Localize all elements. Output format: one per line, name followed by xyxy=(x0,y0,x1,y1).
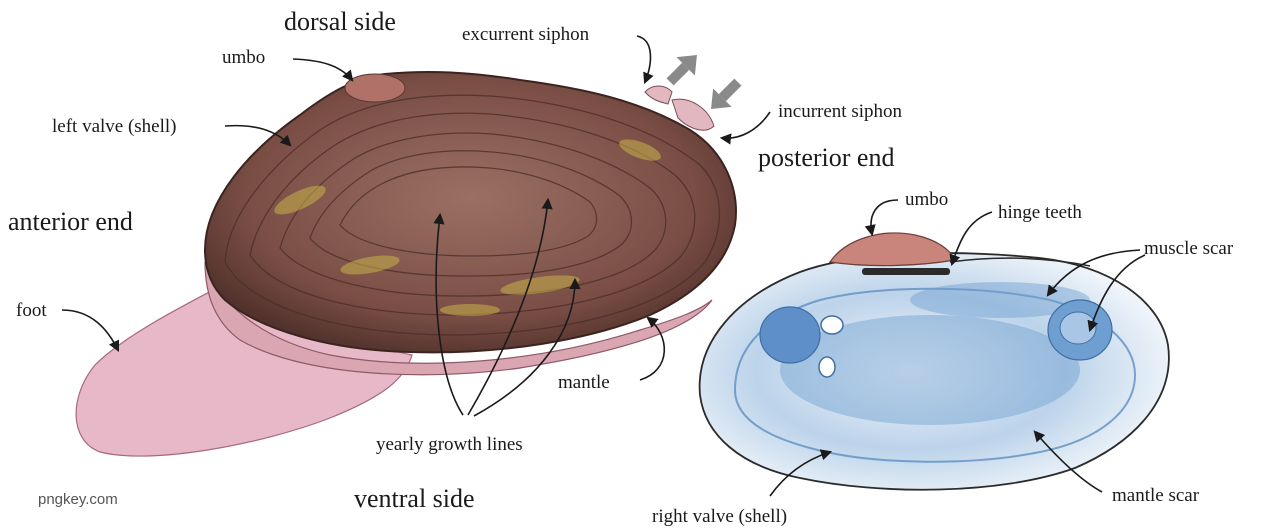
excurrent-siphon-arrow xyxy=(637,36,650,82)
excurrent-flow-arrow xyxy=(661,46,706,91)
small-muscle-scar-2 xyxy=(819,357,835,377)
label-foot: foot xyxy=(16,300,47,321)
small-muscle-scar-1 xyxy=(821,316,843,334)
label-yearly-growth-lines: yearly growth lines xyxy=(376,434,523,455)
watermark: pngkey.com xyxy=(38,491,118,508)
label-dorsal-side: dorsal side xyxy=(284,7,396,36)
hinge-teeth-shape xyxy=(862,268,950,275)
label-anterior-end: anterior end xyxy=(8,207,133,236)
label-umbo-left: umbo xyxy=(222,47,265,68)
label-incurrent-siphon: incurrent siphon xyxy=(778,101,903,122)
excurrent-siphon-shape xyxy=(645,86,672,104)
umbo-right-arrow xyxy=(871,200,898,234)
umbo-left-shape xyxy=(345,74,405,102)
umbo-left-arrow xyxy=(293,59,352,80)
anterior-muscle-scar xyxy=(760,307,820,363)
label-left-valve: left valve (shell) xyxy=(52,116,177,137)
water-flow-arrows xyxy=(661,46,747,118)
foot-arrow xyxy=(62,310,118,350)
label-excurrent-siphon: excurrent siphon xyxy=(462,24,590,45)
label-posterior-end: posterior end xyxy=(758,143,894,172)
right-valve xyxy=(700,233,1169,490)
label-hinge-teeth: hinge teeth xyxy=(998,202,1082,223)
label-umbo-right: umbo xyxy=(905,189,948,210)
incurrent-flow-arrow xyxy=(702,73,747,118)
label-muscle-scar: muscle scar xyxy=(1144,238,1234,259)
label-ventral-side: ventral side xyxy=(354,484,475,513)
incurrent-siphon-arrow xyxy=(722,112,770,138)
label-mantle: mantle xyxy=(558,372,610,393)
umbo-right-shape xyxy=(830,233,955,266)
label-mantle-scar: mantle scar xyxy=(1112,485,1200,506)
label-right-valve: right valve (shell) xyxy=(652,506,787,527)
